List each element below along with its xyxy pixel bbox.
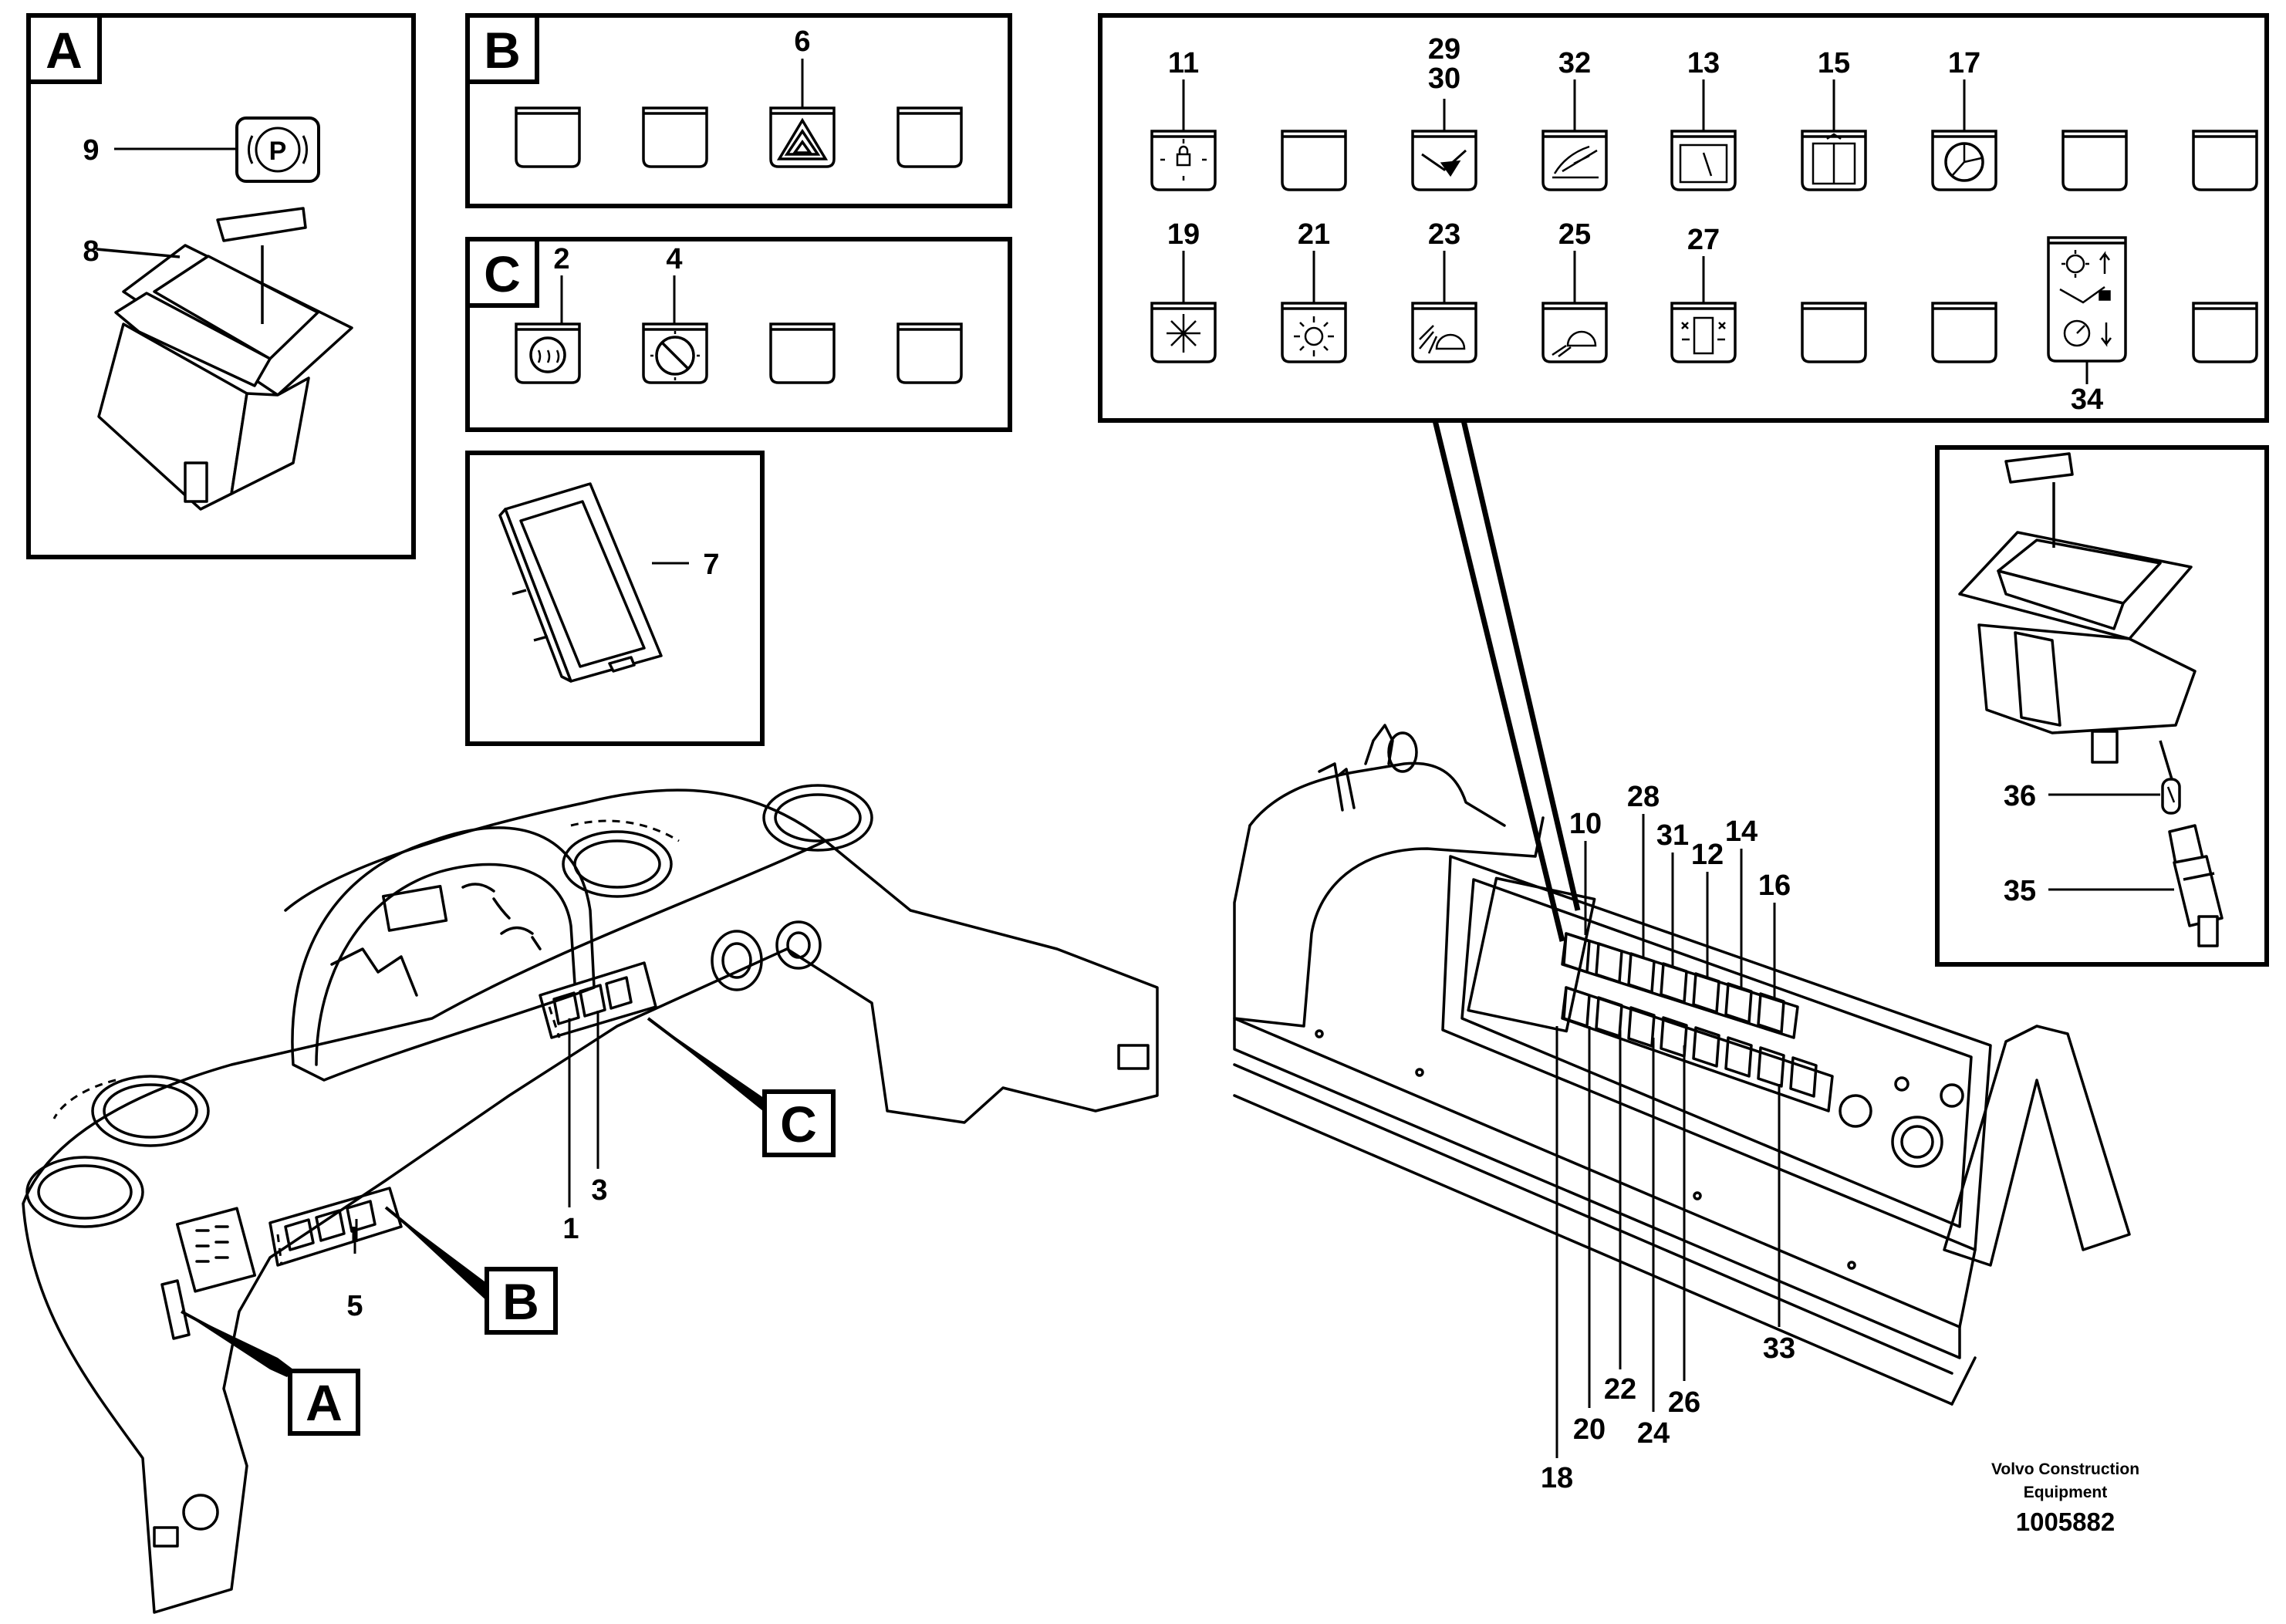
parking-brake-icon: P bbox=[235, 116, 320, 183]
callout-15: 15 bbox=[1818, 47, 1850, 79]
blank-switch-b1 bbox=[515, 106, 581, 168]
wiper-icon bbox=[1670, 130, 1737, 191]
callout-24: 24 bbox=[1637, 1417, 1670, 1450]
svg-text:A: A bbox=[306, 1374, 343, 1431]
steering-wheel-icon bbox=[1931, 130, 1997, 191]
callout-29: 29 bbox=[1428, 33, 1460, 66]
headlight-icon bbox=[1541, 302, 1608, 363]
callout-35: 35 bbox=[2004, 875, 2036, 907]
dashboard-label-a: A bbox=[288, 1369, 360, 1436]
work-light-icon bbox=[1411, 302, 1477, 363]
blank-switch-b2 bbox=[642, 106, 708, 168]
callout-8: 8 bbox=[83, 235, 99, 268]
drawing-credit: Volvo Construction Equipment 1005882 bbox=[1991, 1460, 2139, 1536]
detail-panel-b: B 6 bbox=[465, 13, 1012, 208]
leader-to-b bbox=[384, 1206, 509, 1312]
callout-32: 32 bbox=[1558, 47, 1591, 79]
detail-panel-a: A P 9 8 bbox=[26, 13, 416, 559]
rotating-beacon-icon bbox=[642, 322, 708, 384]
callout-6: 6 bbox=[794, 25, 810, 58]
callout-34: 34 bbox=[2071, 383, 2103, 416]
window-washer-icon bbox=[1801, 130, 1867, 191]
leader-to-a bbox=[181, 1310, 293, 1377]
switch-detail-panel: 11 29 30 32 13 15 17 bbox=[1098, 13, 2269, 423]
panel-c-label: C bbox=[484, 245, 521, 302]
blank-switch-r2-7 bbox=[1931, 302, 1997, 363]
callout-16: 16 bbox=[1758, 869, 1791, 902]
callout-28: 28 bbox=[1627, 781, 1660, 813]
callout-11: 11 bbox=[1168, 47, 1199, 79]
callout-23: 23 bbox=[1428, 218, 1460, 251]
dashboard-label-c: C bbox=[762, 1089, 836, 1157]
washer-icon bbox=[1541, 130, 1608, 191]
callout-4: 4 bbox=[666, 243, 682, 275]
callout-5: 5 bbox=[346, 1290, 363, 1322]
callout-9: 9 bbox=[83, 134, 99, 167]
detail-panel-c: C 2 4 bbox=[465, 237, 1012, 432]
callout-36: 36 bbox=[2004, 780, 2036, 812]
callout-14: 14 bbox=[1725, 815, 1758, 848]
credit-line-2: Equipment bbox=[2024, 1484, 2108, 1501]
callout-7: 7 bbox=[703, 549, 719, 581]
credit-line-1: Volvo Construction bbox=[1991, 1460, 2139, 1478]
heated-seat-icon bbox=[515, 322, 581, 384]
callout-18: 18 bbox=[1541, 1462, 1573, 1494]
callout-10: 10 bbox=[1569, 808, 1602, 840]
dashboard-label-b: B bbox=[485, 1267, 558, 1335]
dashboard-drawing bbox=[22, 784, 1159, 1614]
callout-19: 19 bbox=[1167, 218, 1200, 251]
rear-window-heater-icon bbox=[1670, 302, 1737, 363]
dashed-guides bbox=[52, 819, 680, 1266]
hazard-warning-icon bbox=[769, 106, 836, 168]
callout-31: 31 bbox=[1656, 819, 1689, 852]
svg-text:B: B bbox=[502, 1273, 539, 1330]
blank-switch-r2-9 bbox=[2192, 302, 2258, 363]
svg-text:C: C bbox=[780, 1096, 817, 1153]
blank-switch-c3 bbox=[769, 322, 836, 384]
callout-30: 30 bbox=[1428, 62, 1460, 95]
blank-switch-r2-6 bbox=[1801, 302, 1867, 363]
side-console-drawing bbox=[1233, 724, 2131, 1406]
callout-27: 27 bbox=[1687, 224, 1720, 256]
blank-switch-r1-9 bbox=[2192, 130, 2258, 191]
callout-2: 2 bbox=[553, 243, 569, 275]
lock-icon bbox=[1150, 130, 1217, 191]
switch-bulb-panel: 36 35 bbox=[1935, 445, 2269, 967]
callout-21: 21 bbox=[1298, 218, 1330, 251]
rocker-switch-drawing bbox=[96, 207, 353, 511]
blank-switch-r1-2 bbox=[1281, 130, 1347, 191]
blank-switch-r1-8 bbox=[2061, 130, 2128, 191]
callout-25: 25 bbox=[1558, 218, 1591, 251]
callout-33: 33 bbox=[1763, 1332, 1795, 1365]
bucket-icon bbox=[1411, 130, 1477, 191]
mode-selector-switch bbox=[2047, 236, 2127, 363]
callout-3: 3 bbox=[591, 1174, 607, 1207]
panel-b-label: B bbox=[484, 22, 521, 79]
callout-22: 22 bbox=[1604, 1373, 1636, 1406]
air-conditioning-icon bbox=[1150, 302, 1217, 363]
callout-20: 20 bbox=[1573, 1413, 1606, 1446]
callout-1: 1 bbox=[562, 1213, 579, 1245]
display-unit-panel: 7 bbox=[465, 451, 765, 746]
leader-to-c bbox=[647, 1017, 795, 1130]
svg-text:P: P bbox=[269, 137, 287, 166]
panel-a-label: A bbox=[46, 22, 83, 79]
callout-17: 17 bbox=[1948, 47, 1980, 79]
bulb-holder-drawing bbox=[2168, 824, 2224, 947]
detail-pointer bbox=[1432, 420, 1581, 942]
bulb-drawing bbox=[2159, 740, 2181, 815]
callout-13: 13 bbox=[1687, 47, 1720, 79]
blank-switch-b4 bbox=[897, 106, 963, 168]
callout-12: 12 bbox=[1691, 839, 1724, 871]
drawing-number: 1005882 bbox=[2016, 1508, 2115, 1536]
interior-light-icon bbox=[1281, 302, 1347, 363]
callout-26: 26 bbox=[1668, 1386, 1700, 1419]
blank-switch-c4 bbox=[897, 322, 963, 384]
